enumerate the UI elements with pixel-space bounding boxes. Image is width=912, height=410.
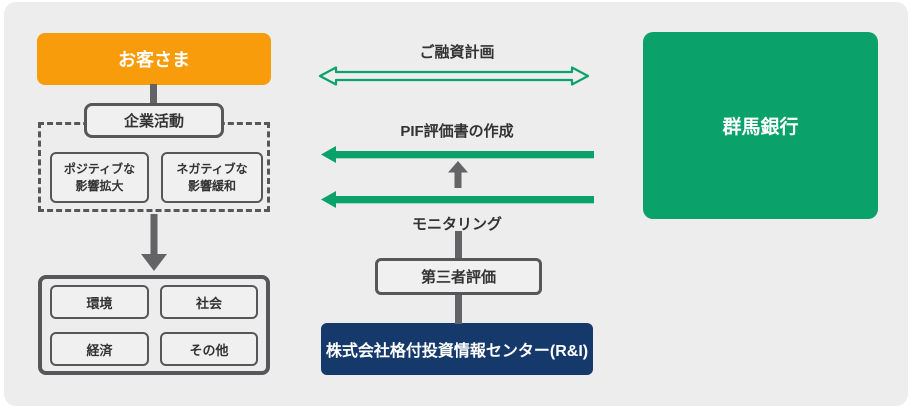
bank-box: 群馬銀行 (643, 32, 878, 219)
loan-plan-label: ご融資計画 (419, 44, 495, 61)
up-arrow-icon (448, 161, 468, 188)
positive-impact-label: ポジティブな 影響拡大 (63, 162, 136, 193)
category-box-society: 社会 (160, 285, 258, 319)
negative-impact-box: ネガティブな 影響緩和 (161, 152, 263, 203)
pif-report-label: PIF評価書の作成 (400, 123, 514, 140)
category-label: 経済 (86, 342, 113, 358)
customer-box: お客さま (37, 33, 271, 85)
monitoring-label: モニタリング (411, 216, 502, 233)
double-arrow-icon (318, 66, 590, 86)
left-arrow-icon (321, 191, 594, 208)
corporate-activity-box: 企業活動 (84, 103, 224, 138)
category-box-environment: 環境 (50, 285, 149, 319)
category-label: 環境 (86, 295, 113, 311)
connector-customer-activity (150, 84, 157, 104)
rating-agency-label: 株式会社格付投資情報センター(R&I) (325, 343, 589, 360)
category-box-other: その他 (160, 332, 258, 366)
category-box-economy: 経済 (50, 332, 149, 366)
negative-impact-label: ネガティブな 影響緩和 (176, 162, 248, 193)
corporate-activity-label: 企業活動 (123, 113, 184, 130)
left-arrow-icon (321, 146, 594, 163)
third-party-evaluation-box: 第三者評価 (375, 258, 542, 295)
down-arrow-icon (141, 214, 167, 271)
customer-label: お客さま (118, 50, 190, 70)
rating-agency-box: 株式会社格付投資情報センター(R&I) (321, 323, 593, 375)
positive-impact-box: ポジティブな 影響拡大 (50, 152, 149, 203)
category-label: その他 (189, 342, 229, 358)
impact-categories-group (38, 275, 270, 375)
bank-label: 群馬銀行 (722, 117, 799, 138)
category-label: 社会 (195, 295, 222, 311)
third-party-evaluation-label: 第三者評価 (420, 269, 496, 286)
